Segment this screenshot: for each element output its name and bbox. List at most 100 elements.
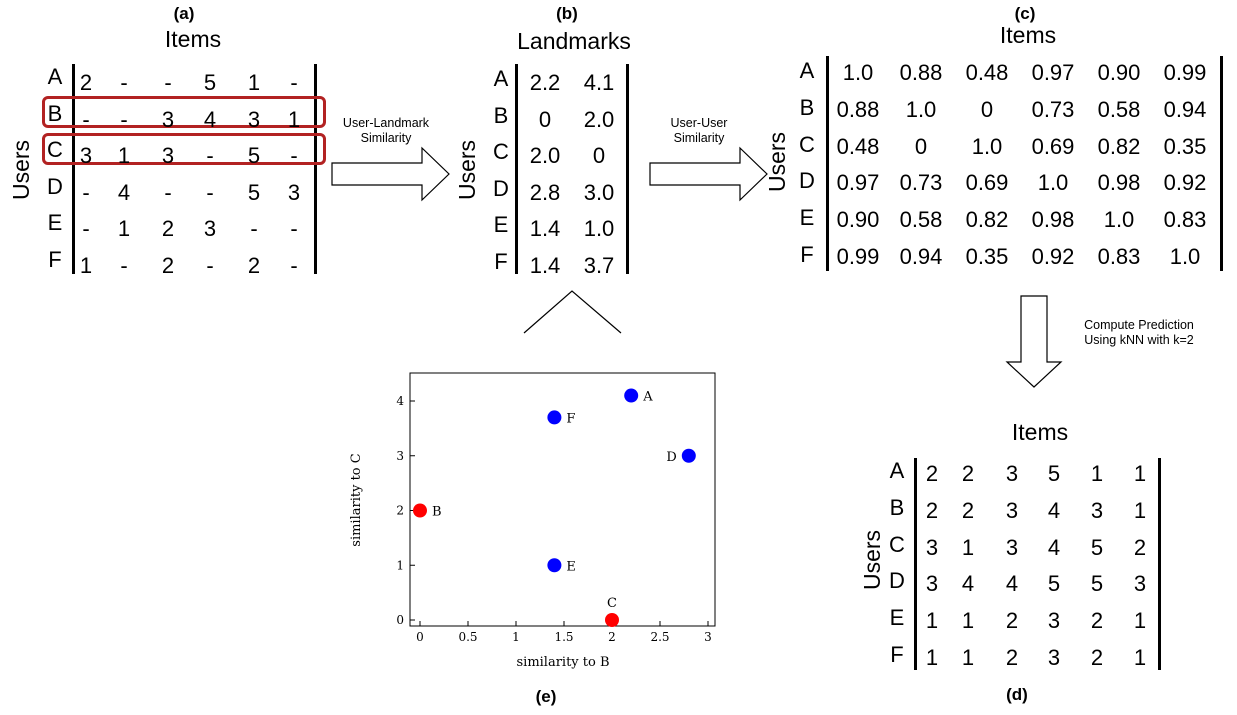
matrix-b-cell: 1.0 <box>583 216 615 242</box>
y-tick-label: 4 <box>396 394 404 408</box>
arrow-b-to-c <box>649 146 768 202</box>
arrow-bc-label: User-User Similarity <box>639 116 759 146</box>
data-point-label: A <box>642 390 653 405</box>
matrix-a-cell: 4 <box>203 106 217 132</box>
matrix-a-left-bar <box>72 64 75 274</box>
x-tick-label: 1.5 <box>554 630 573 644</box>
plot-frame <box>409 372 716 627</box>
y-tick-label: 0 <box>396 613 404 627</box>
matrix-d-cell: 1 <box>925 608 939 634</box>
matrix-b-cell: 3.0 <box>583 179 615 205</box>
arrow-c-to-d <box>1005 295 1063 388</box>
matrix-c-cell: 0.88 <box>836 96 880 122</box>
arrow-ab-label-line2: Similarity <box>360 131 412 145</box>
matrix-c-cell: 0.35 <box>965 244 1009 269</box>
matrix-d-cell: 1 <box>961 645 975 670</box>
x-tick-label: 0.5 <box>458 630 477 644</box>
panel-label-e: (e) <box>535 687 557 706</box>
data-point-c <box>605 613 619 627</box>
matrix-a-row-label: D <box>47 173 63 199</box>
matrix-a-row-label: B <box>47 100 63 126</box>
matrix-c-row-label: E <box>799 205 815 231</box>
matrix-d-cell: 2 <box>961 461 975 486</box>
matrix-a-cell: - <box>120 106 128 132</box>
data-point-label: D <box>666 450 676 465</box>
matrix-a-row-label: A <box>47 64 63 89</box>
matrix-c-cell: 0.58 <box>899 207 943 233</box>
matrix-c-cell: 1.0 <box>971 133 1003 159</box>
matrix-d-cell: 3 <box>1005 497 1019 523</box>
matrix-c-cell: 0.88 <box>899 60 943 85</box>
arrow-ab-label-line1: User-Landmark <box>342 116 430 130</box>
matrix-d-cell: 4 <box>1047 534 1061 560</box>
matrix-c-cell: 0.90 <box>1097 60 1141 85</box>
matrix-d-cell: 4 <box>1047 497 1061 523</box>
matrix-d-cell: 1 <box>1133 645 1147 670</box>
panel-label-a: (a) <box>173 4 195 23</box>
matrix-c-row-label: A <box>799 58 815 83</box>
matrix-d-cell: 2 <box>1133 534 1147 560</box>
y-tick-label: 3 <box>396 449 404 463</box>
matrix-a-cell: - <box>120 70 128 95</box>
matrix-c-cell: 0.92 <box>1163 170 1207 196</box>
matrix-d-row-label: F <box>890 642 904 667</box>
matrix-a-cell: - <box>82 106 90 132</box>
matrix-a-cell: 3 <box>287 179 301 205</box>
matrix-a-cell: 2 <box>79 70 93 95</box>
matrix-a-row-label: F <box>48 247 62 272</box>
matrix-d-row-label: D <box>889 568 905 594</box>
matrix-a-cell: 2 <box>161 253 175 278</box>
matrix-d-cell: 1 <box>1090 461 1104 486</box>
matrix-c-cell: 0.82 <box>1097 133 1141 159</box>
x-tick-label: 2.5 <box>650 630 669 644</box>
matrix-a-cell: 1 <box>287 106 301 132</box>
matrix-d-row-label: A <box>889 458 905 483</box>
matrix-d-cell: 5 <box>1047 461 1061 486</box>
matrix-c-row-label: D <box>799 168 815 194</box>
data-point-b <box>413 503 427 518</box>
data-point-label: C <box>607 596 617 611</box>
matrix-a-cell: - <box>164 179 172 205</box>
matrix-d-cell: 1 <box>925 645 939 670</box>
matrix-a-row-label: E <box>47 210 63 236</box>
panel-label-d: (d) <box>1006 685 1028 704</box>
panel-a-title: Items <box>164 26 222 52</box>
panel-label-c: (c) <box>1014 4 1036 23</box>
data-point-a <box>624 388 639 403</box>
matrix-a-cell: 1 <box>117 143 131 169</box>
matrix-a-cell: - <box>82 216 90 242</box>
arrow-bc-label-line2: Similarity <box>673 131 725 145</box>
data-point-label: B <box>432 505 442 520</box>
matrix-c-cell: 0.73 <box>1031 96 1075 122</box>
panel-label-b: (b) <box>556 4 578 23</box>
matrix-a-cell: - <box>82 179 90 205</box>
matrix-c-cell: 0.83 <box>1163 207 1207 233</box>
panel-d-title: Items <box>1011 419 1069 445</box>
matrix-d-cell: 2 <box>1005 608 1019 634</box>
landmark-highlight-c <box>42 133 326 165</box>
matrix-b-cell: 1.4 <box>529 253 561 278</box>
matrix-d-cell: 3 <box>1005 534 1019 560</box>
matrix-c-cell: 0.73 <box>899 170 943 196</box>
matrix-d-cell: 2 <box>1005 645 1019 670</box>
matrix-d-cell: 4 <box>961 571 975 597</box>
matrix-d-cell: 3 <box>1047 645 1061 670</box>
matrix-a-cell: 1 <box>247 70 261 95</box>
matrix-a-cell: 3 <box>203 216 217 242</box>
matrix-d-cell: 1 <box>1133 497 1147 523</box>
matrix-d-row-label: C <box>889 531 905 557</box>
matrix-c-cell: 0.92 <box>1031 244 1075 269</box>
matrix-d-row-label: E <box>889 605 905 631</box>
data-point-label: F <box>566 411 575 426</box>
matrix-a-cell: 4 <box>117 179 131 205</box>
matrix-d-cell: 5 <box>1090 571 1104 597</box>
matrix-d-cell: 3 <box>1133 571 1147 597</box>
matrix-d-cell: 1 <box>961 608 975 634</box>
arrow-cd-label: Compute Prediction Using kNN with k=2 <box>1064 318 1214 348</box>
matrix-a-cell: - <box>206 143 214 169</box>
matrix-d-cell: 5 <box>1047 571 1061 597</box>
matrix-a-cell: - <box>206 179 214 205</box>
matrix-b-cell: 0 <box>538 106 552 132</box>
matrix-c-cell: 0.69 <box>1031 133 1075 159</box>
